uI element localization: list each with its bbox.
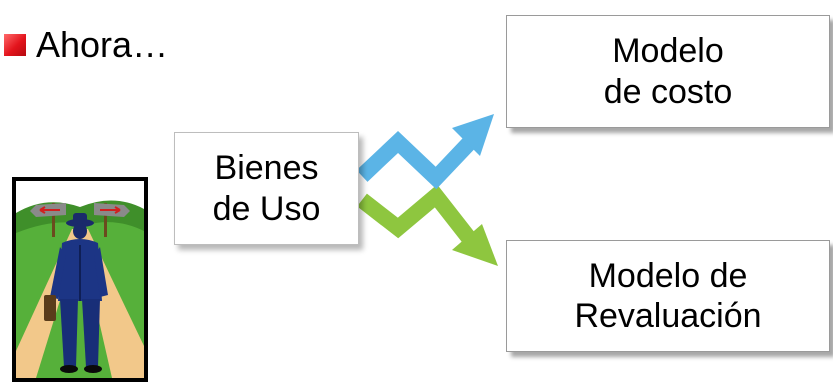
cost-model-line2: de costo [603, 72, 733, 111]
assets-box: Bienes de Uso [174, 132, 359, 245]
man-at-crossroads-icon [12, 177, 148, 382]
green-down-arrow-icon [357, 184, 498, 266]
cost-model-line1: Modelo [612, 32, 724, 71]
revaluation-model-line2: Revaluación [574, 297, 762, 335]
arrows-group [356, 114, 498, 266]
cost-model-box: Modelo de costo [506, 15, 830, 128]
assets-line2: de Uso [212, 189, 321, 228]
revaluation-model-box: Modelo de Revaluación [506, 240, 830, 352]
bullet-text: Ahora… [36, 24, 169, 65]
revaluation-model-line1: Modelo de [588, 256, 748, 295]
bullet-item: Ahora… [0, 18, 168, 72]
blue-up-arrow-icon [356, 114, 494, 190]
bullet-square-icon [4, 34, 26, 56]
assets-line1: Bienes [214, 149, 319, 188]
